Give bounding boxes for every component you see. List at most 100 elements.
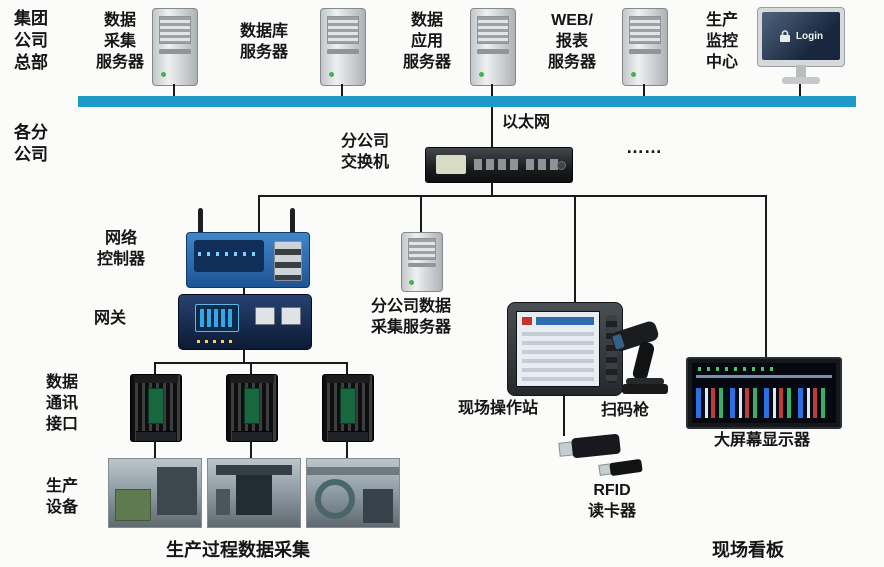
switch-sticker <box>436 155 466 174</box>
label-line: 采集 <box>103 33 136 50</box>
large-display-label: 大屏幕显示器 <box>713 432 810 449</box>
ellipsis-more-branches: …… <box>626 137 662 157</box>
tablet-header-bar <box>536 317 594 325</box>
label-line: 监控 <box>705 33 738 50</box>
gateway-label: 网关 <box>94 310 127 327</box>
login-text: Login <box>795 30 824 42</box>
connector-line <box>243 348 245 362</box>
branch-companies-label: 各分 公司 <box>14 122 48 166</box>
label-line: 服务器 <box>402 54 451 71</box>
process-data-collection-caption: 生产过程数据采集 <box>166 540 310 560</box>
usb-stick <box>609 458 643 477</box>
server-power-led <box>478 72 484 78</box>
display-highlight-strip <box>696 375 832 378</box>
label-line: 读卡器 <box>587 503 636 520</box>
label-line: 服务器 <box>547 54 596 71</box>
server-drive-bay <box>407 263 437 268</box>
controller-body <box>186 232 310 288</box>
server-drive-bay <box>477 48 509 54</box>
monitor-frame: Login <box>757 7 845 67</box>
tablet-screen <box>516 311 600 387</box>
data-interface-label: 数据 通讯 接口 <box>46 372 78 435</box>
server-drive-bay <box>629 48 661 54</box>
field-kanban-caption: 现场看板 <box>712 540 784 560</box>
label-line: 各分 <box>14 123 48 142</box>
label-line: RFID <box>593 482 631 499</box>
dtu-label-strip <box>244 388 260 424</box>
connector-line <box>491 181 493 196</box>
scanner-label: 扫码枪 <box>601 402 650 419</box>
dtu-label-strip <box>148 388 164 424</box>
photo-detail <box>236 475 272 515</box>
display-panel <box>692 363 836 423</box>
label-line: 应用 <box>410 33 443 50</box>
server-tower-icon <box>470 8 516 86</box>
photo-detail <box>363 489 393 523</box>
controller-ports <box>274 241 302 281</box>
photo-detail <box>315 479 355 519</box>
controller-front-panel <box>194 240 264 272</box>
server-vents <box>327 15 359 44</box>
web-report-server-label: WEB/ 报表 服务器 <box>542 10 602 73</box>
connector-line <box>173 84 175 96</box>
display-chart-bars <box>696 388 832 418</box>
equipment-photo <box>108 458 202 528</box>
operation-station-label: 现场操作站 <box>458 400 539 417</box>
server-tower-icon <box>622 8 668 86</box>
photo-detail <box>115 489 151 521</box>
tablet-content-rows <box>522 332 594 381</box>
connector-line <box>799 84 801 96</box>
label-line: 公司 <box>14 31 48 50</box>
connector-line <box>154 364 156 374</box>
label-line: 数据库 <box>239 23 288 40</box>
connector-line <box>250 440 252 458</box>
connector-line <box>243 288 245 294</box>
connector-line <box>491 84 493 96</box>
data-interface-icon <box>322 374 374 442</box>
server-power-led <box>409 280 415 286</box>
hq-label: 集团 公司 总部 <box>14 8 48 74</box>
server-power-led <box>328 72 334 78</box>
rfid-reader-body <box>571 433 621 459</box>
label-line: 生产 <box>46 478 79 495</box>
data-collection-server-label: 数据 采集 服务器 <box>92 10 148 73</box>
dtu-terminal-block <box>136 431 176 441</box>
label-line: 控制器 <box>96 251 145 268</box>
monitor-stand <box>796 65 806 77</box>
database-server-label: 数据库 服务器 <box>236 21 292 63</box>
monitoring-screen-icon: Login <box>757 7 845 85</box>
branch-server-tower-icon <box>401 232 443 292</box>
connector-line <box>341 84 343 96</box>
gateway-leds <box>197 340 237 343</box>
branch-switch-label: 分公司 交换机 <box>336 131 394 173</box>
photo-detail <box>307 467 399 475</box>
photo-detail <box>216 465 292 475</box>
label-line: 网络 <box>104 230 137 247</box>
rfid-reader-icon <box>556 433 656 480</box>
label-line: 数据 <box>46 374 79 391</box>
connector-line <box>765 196 767 357</box>
label-line: WEB/ <box>551 12 593 29</box>
label-line: 数据 <box>410 12 443 29</box>
dtu-top-cap <box>134 375 178 383</box>
connector-line <box>574 196 576 302</box>
network-controller-icon <box>186 208 310 288</box>
label-line: 报表 <box>555 33 588 50</box>
label-line: 分公司数据 <box>370 298 451 315</box>
label-line: 通讯 <box>46 395 79 412</box>
connector-line <box>346 440 348 458</box>
dtu-terminal-block <box>232 431 272 441</box>
switch-power-button <box>557 161 566 170</box>
label-line: 分公司 <box>340 133 389 150</box>
server-drive-bay <box>159 48 191 54</box>
equipment-photo <box>306 458 400 528</box>
field-operation-station-icon <box>507 302 623 396</box>
large-display-icon <box>686 357 842 429</box>
tablet-side-buttons <box>606 315 617 383</box>
server-vents <box>477 15 509 44</box>
connector-line <box>643 84 645 96</box>
monitor-base <box>782 77 820 84</box>
ethernet-label: 以太网 <box>502 114 551 131</box>
connector-line <box>258 195 767 197</box>
